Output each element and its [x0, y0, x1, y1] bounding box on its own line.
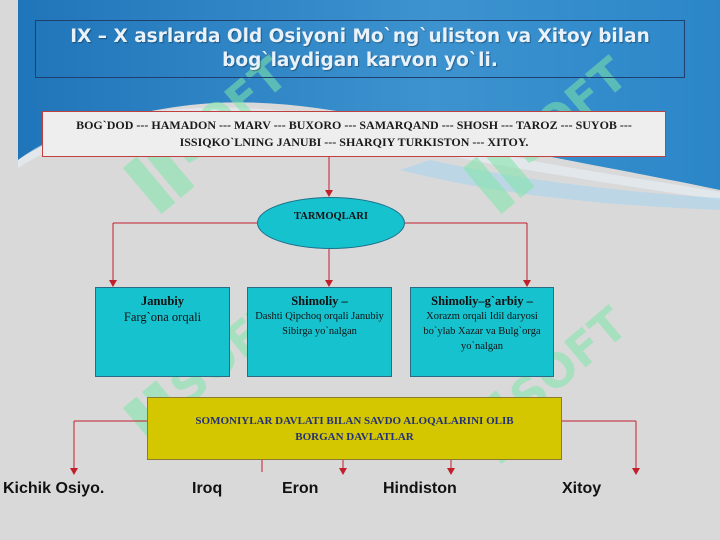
- direction-box-south: Janubiy Farg`ona orqali: [95, 287, 230, 377]
- title-box: IX – X asrlarda Old Osiyoni Mo`ng`ulisto…: [35, 20, 685, 78]
- arrowhead: [325, 280, 333, 287]
- direction-detail: Xorazm orqali Idil daryosi bo`ylab Xazar…: [423, 311, 541, 352]
- slide-title: IX – X asrlarda Old Osiyoni Mo`ng`ulisto…: [70, 26, 650, 71]
- arrowhead: [109, 280, 117, 287]
- direction-heading: Janubiy: [140, 294, 185, 308]
- arrowhead: [70, 468, 78, 475]
- direction-detail: Farg`ona orqali: [123, 310, 202, 324]
- country-label: Iroq: [192, 480, 223, 497]
- route-box: BOG`DOD --- HAMADON --- MARV --- BUXORO …: [42, 111, 666, 157]
- arrowhead: [325, 190, 333, 197]
- trade-states-box: SOMONIYLAR DAVLATI BILAN SAVDO ALOQALARI…: [147, 397, 562, 460]
- hub-ellipse: TARMOQLARI: [257, 197, 405, 249]
- direction-heading: Shimoliy –: [291, 294, 348, 308]
- direction-detail: Dashti Qipchoq orqali Janubiy Sibirga yo…: [255, 311, 384, 337]
- country-label: Hindiston: [383, 480, 457, 497]
- hub-label: TARMOQLARI: [294, 211, 368, 222]
- direction-heading: Shimoliy–g`arbiy –: [431, 294, 533, 308]
- arrowhead: [447, 468, 455, 475]
- country-label: Eron: [282, 480, 319, 497]
- arrowhead: [632, 468, 640, 475]
- country-label: Xitoy: [562, 480, 602, 497]
- arrowhead: [339, 468, 347, 475]
- direction-box-north: Shimoliy – Dashti Qipchoq orqali Janubiy…: [247, 287, 392, 377]
- direction-box-northwest: Shimoliy–g`arbiy – Xorazm orqali Idil da…: [410, 287, 554, 377]
- arrowhead: [523, 280, 531, 287]
- country-label: Kichik Osiyo.: [3, 480, 105, 497]
